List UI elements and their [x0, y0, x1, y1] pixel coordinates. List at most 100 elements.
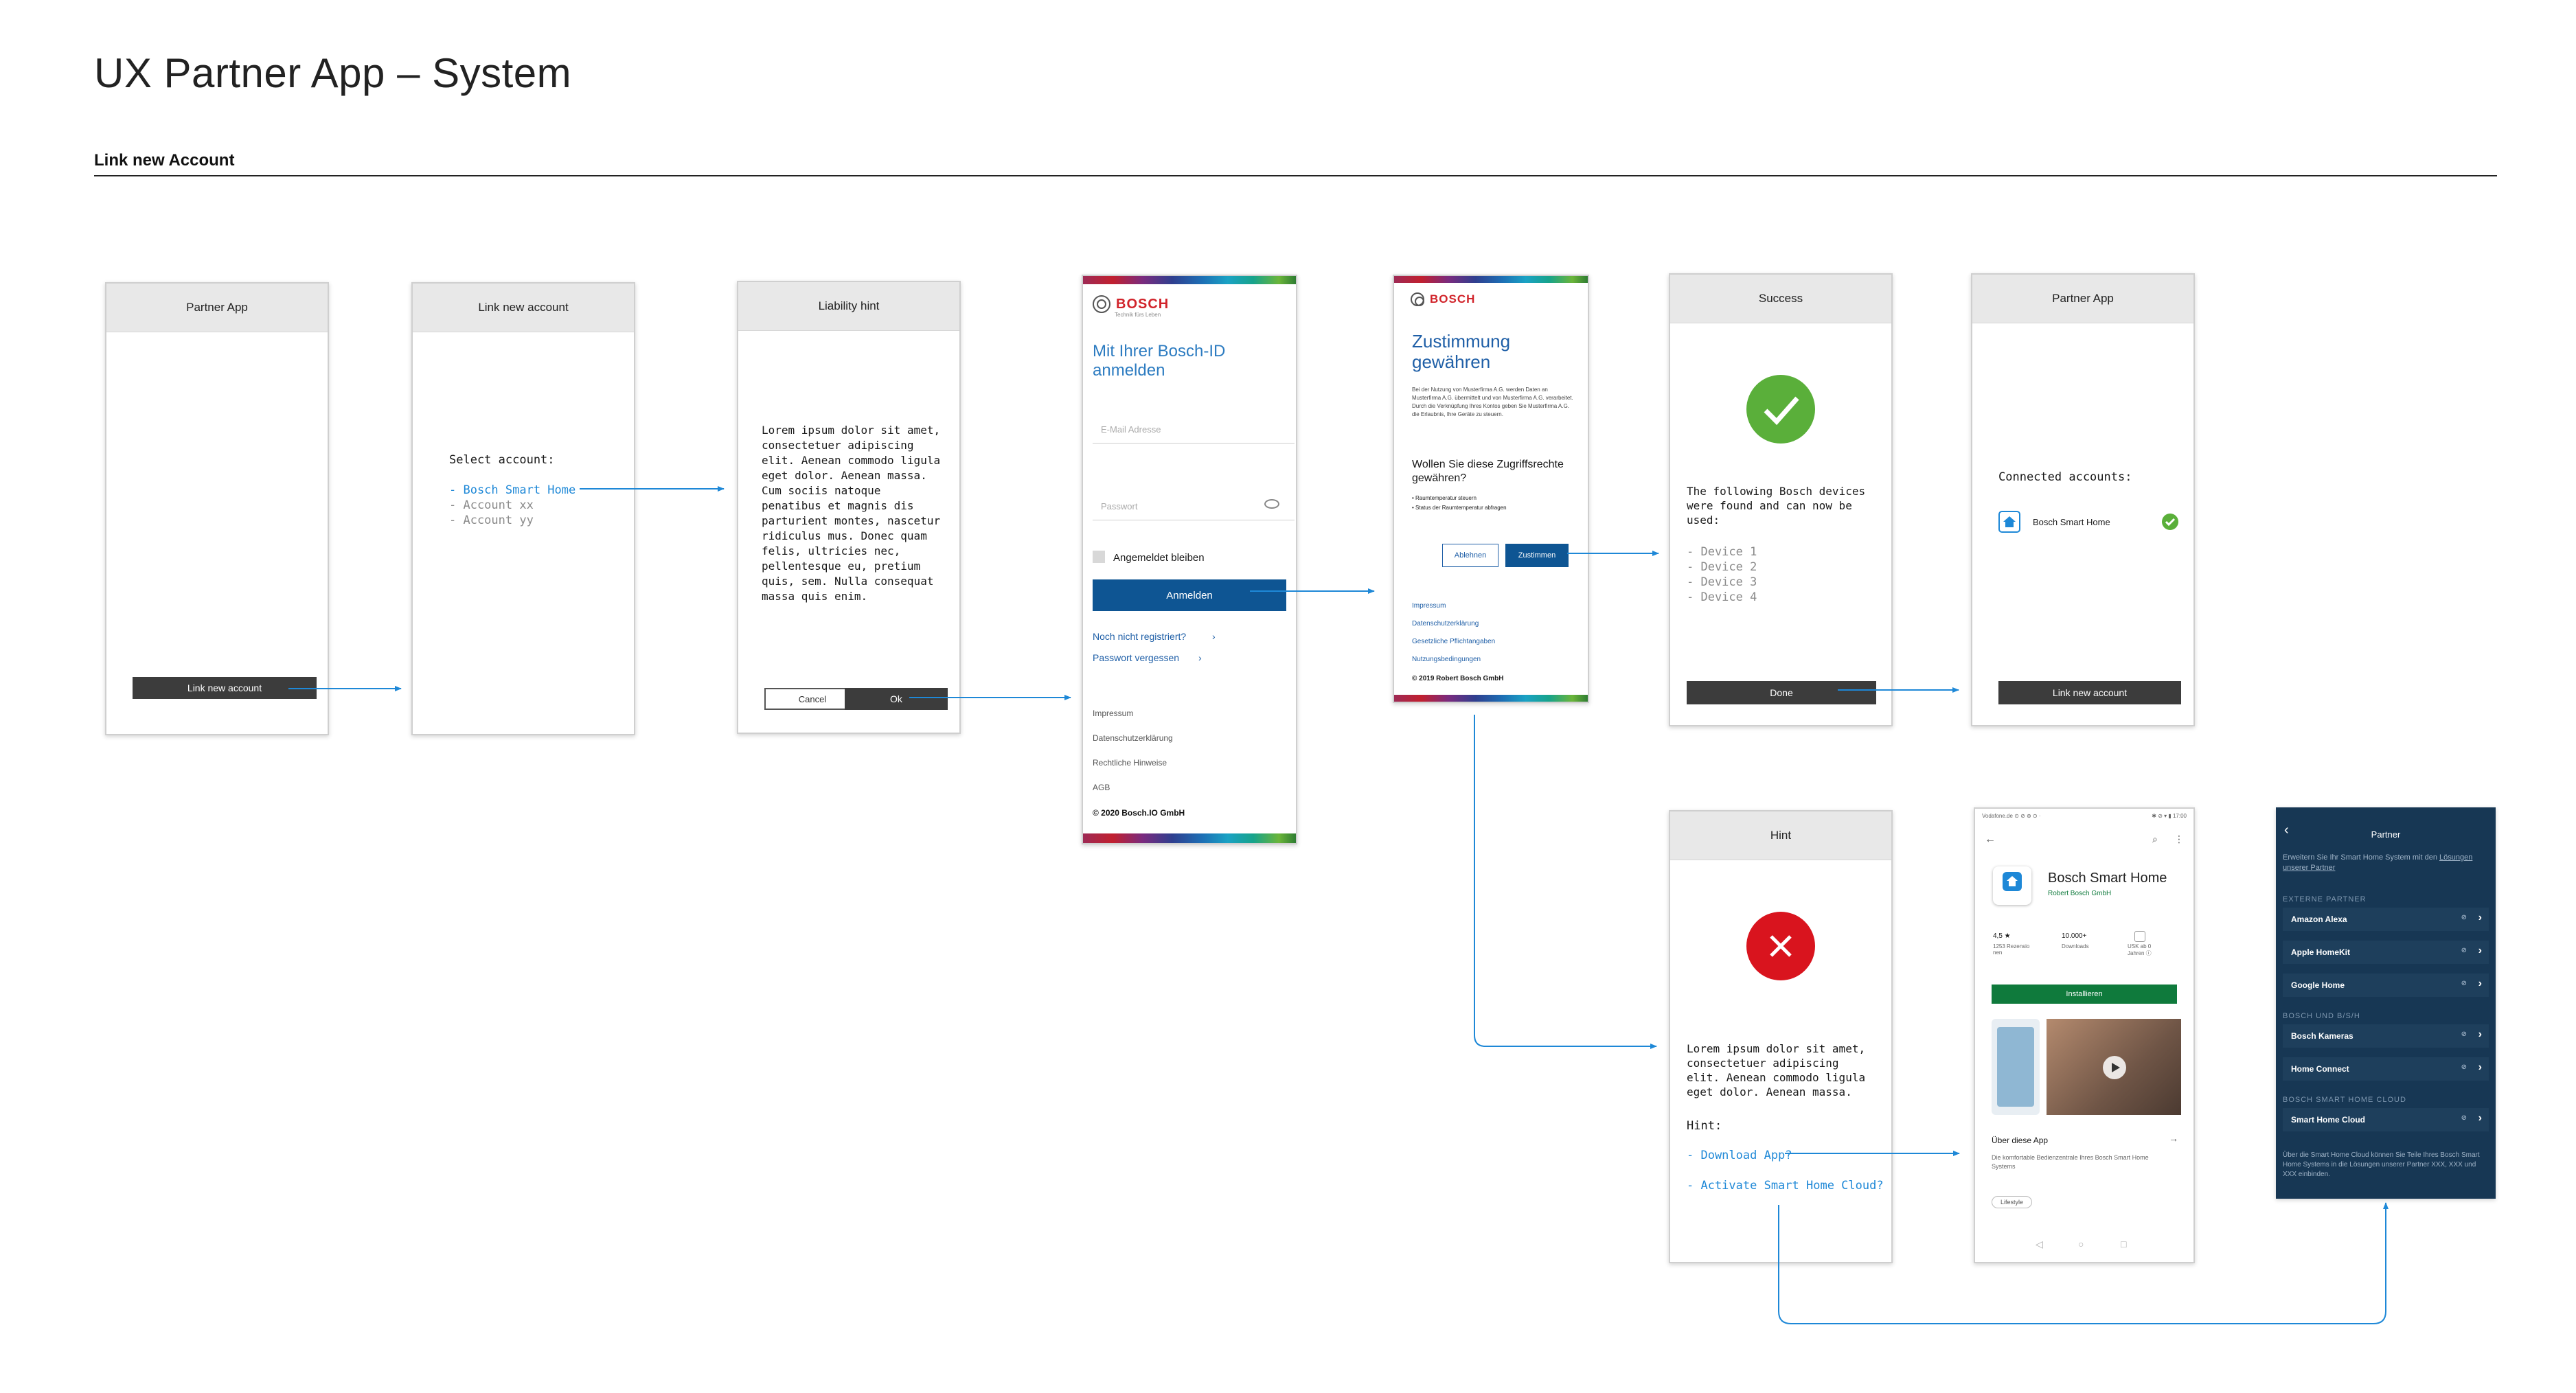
about-heading[interactable]: Über diese App [1992, 1136, 2049, 1145]
row-label: Amazon Alexa [2291, 914, 2347, 924]
screen-success: Success The following Bosch devices were… [1669, 273, 1893, 726]
section-bosch-bsh: BOSCH UND B/S/H [2283, 1012, 2360, 1020]
connected-check-icon [2162, 514, 2178, 530]
lock-icon: ⊘ [2461, 914, 2467, 921]
rating: 4,5 ★ [1993, 932, 2011, 940]
app-store-icon [1993, 866, 2031, 905]
lock-icon: ⊘ [2461, 980, 2467, 987]
back-chevron-icon[interactable]: ‹ [2284, 822, 2289, 838]
app-name: Bosch Smart Home [2048, 871, 2167, 886]
screenshot-phone [1992, 1019, 2040, 1115]
connected-accounts-label: Connected accounts: [1998, 470, 2132, 484]
device-3: - Device 3 [1687, 575, 1757, 589]
bosch-logo: BOSCH [1411, 292, 1475, 306]
activate-cloud-link[interactable]: - Activate Smart Home Cloud? [1687, 1179, 1884, 1193]
screen-play-store: Vodafone.de ⊙ ⊘ ⊛ ⊙ · ✱ ⊘ ▾ ▮ 17:00 ← ⌕ … [1974, 807, 2195, 1263]
consent-link-legal[interactable]: Gesetzliche Pflichtangaben [1412, 638, 1496, 645]
consent-right-1: • Raumtemperatur steuern [1412, 495, 1477, 501]
downloads: 10.000+ [2062, 932, 2087, 940]
footer-link-impressum[interactable]: Impressum [1093, 709, 1134, 718]
more-menu-icon[interactable]: ⋮ [2174, 833, 2184, 844]
color-stripe-top [1083, 276, 1296, 284]
status-bar-left: Vodafone.de ⊙ ⊘ ⊛ ⊙ · [1982, 813, 2041, 819]
screen-header: Success [1670, 275, 1891, 323]
chevron-right-icon: › [2478, 978, 2482, 989]
partner-solutions-link[interactable]: Lösungen unserer Partner [2283, 853, 2473, 872]
not-registered-link[interactable]: Noch nicht registriert? [1093, 631, 1187, 642]
consent-copyright: © 2019 Robert Bosch GmbH [1412, 675, 1504, 682]
cancel-button[interactable]: Cancel [764, 688, 860, 710]
liability-text: Lorem ipsum dolor sit amet, consectetuer… [762, 424, 941, 603]
forgot-password-chevron-icon: › [1198, 652, 1202, 663]
account-option-bosch-smart-home[interactable]: - Bosch Smart Home [449, 483, 576, 497]
settings-intro-text: Erweitern Sie Ihr Smart Home System mit … [2283, 853, 2437, 862]
screen-header: Hint [1670, 811, 1891, 860]
chevron-right-icon: › [2478, 1028, 2482, 1040]
link-new-account-button[interactable]: Link new account [133, 677, 317, 699]
nav-home-icon[interactable]: ○ [2078, 1239, 2084, 1250]
color-stripe-bottom [1083, 833, 1296, 843]
nav-back-icon[interactable]: ◁ [2036, 1239, 2043, 1250]
error-x-icon [1746, 912, 1815, 980]
screen-consent: BOSCH Zustimmung gewähren Bei der Nutzun… [1393, 275, 1589, 703]
app-developer[interactable]: Robert Bosch GmbH [2048, 890, 2112, 897]
partner-row-apple-homekit[interactable]: Apple HomeKit ⊘ › [2283, 941, 2489, 964]
section-external-partners: EXTERNE PARTNER [2283, 895, 2367, 903]
downloads-label: Downloads [2062, 943, 2089, 949]
install-button[interactable]: Installieren [1992, 985, 2177, 1004]
consent-body: Bei der Nutzung von Musterfirma A.G. wer… [1412, 387, 1573, 417]
lock-icon: ⊘ [2461, 947, 2467, 954]
row-label: Apple HomeKit [2291, 947, 2351, 957]
screen-header: Liability hint [738, 282, 959, 331]
partner-row-google-home[interactable]: Google Home⊘› [2283, 974, 2489, 997]
consent-link-impressum[interactable]: Impressum [1412, 602, 1446, 610]
back-arrow-icon[interactable]: ← [1985, 833, 1996, 845]
category-chip[interactable]: Lifestyle [1992, 1196, 2033, 1208]
hint-message: Lorem ipsum dolor sit amet, consectetuer… [1687, 1042, 1866, 1098]
password-field[interactable]: Passwort [1093, 497, 1295, 520]
screen-hint: Hint Lorem ipsum dolor sit amet, consect… [1669, 810, 1893, 1263]
partner-row-home-connect[interactable]: Home Connect⊘› [2283, 1057, 2489, 1081]
lock-icon: ⊘ [2461, 1114, 2467, 1122]
device-2: - Device 2 [1687, 560, 1757, 574]
account-option-xx[interactable]: - Account xx [449, 498, 534, 512]
nav-recent-icon[interactable]: □ [2121, 1239, 2127, 1250]
consent-link-privacy[interactable]: Datenschutzerklärung [1412, 620, 1479, 628]
chevron-right-icon: › [2478, 945, 2482, 956]
download-app-link[interactable]: - Download App? [1687, 1149, 1792, 1162]
row-label: Home Connect [2291, 1064, 2349, 1074]
done-button[interactable]: Done [1687, 681, 1876, 704]
success-check-icon [1746, 375, 1815, 444]
footer-link-agb[interactable]: AGB [1093, 783, 1110, 792]
screen-partner-settings: ‹ Partner Erweitern Sie Ihr Smart Home S… [2276, 807, 2496, 1199]
link-new-account-button[interactable]: Link new account [1998, 681, 2181, 704]
partner-row-smart-home-cloud[interactable]: Smart Home Cloud⊘› [2283, 1108, 2489, 1131]
consent-link-terms[interactable]: Nutzungsbedingungen [1412, 656, 1481, 663]
search-icon[interactable]: ⌕ [2152, 833, 2158, 844]
play-icon[interactable] [2103, 1056, 2126, 1079]
footer-link-legal[interactable]: Rechtliche Hinweise [1093, 758, 1167, 768]
account-option-yy[interactable]: - Account yy [449, 514, 534, 527]
screenshot-video[interactable] [2047, 1019, 2181, 1115]
ok-button[interactable]: Ok [845, 688, 948, 710]
partner-row-amazon-alexa[interactable]: Amazon Alexa⊘› [2283, 908, 2489, 931]
email-field[interactable]: E-Mail Adresse [1093, 420, 1295, 444]
forgot-password-link[interactable]: Passwort vergessen [1093, 652, 1180, 663]
eye-icon[interactable] [1264, 499, 1279, 509]
accept-button[interactable]: Zustimmen [1505, 544, 1569, 567]
about-arrow-icon[interactable]: → [2169, 1133, 2178, 1144]
remember-checkbox[interactable] [1093, 551, 1105, 563]
decline-button[interactable]: Ablehnen [1442, 544, 1498, 567]
partner-row-bosch-kameras[interactable]: Bosch Kameras⊘› [2283, 1024, 2489, 1048]
bosch-wordmark: BOSCH [1116, 296, 1170, 312]
hint-label: Hint: [1687, 1119, 1722, 1133]
section-smart-home-cloud: BOSCH SMART HOME CLOUD [2283, 1096, 2406, 1104]
lock-icon: ⊘ [2461, 1063, 2467, 1071]
settings-title: Partner [2371, 829, 2401, 840]
consent-right-2: • Status der Raumtemperatur abfragen [1412, 505, 1507, 511]
screen-header: Partner App [106, 284, 328, 332]
footer-link-privacy[interactable]: Datenschutzerklärung [1093, 733, 1173, 743]
device-1: - Device 1 [1687, 545, 1757, 559]
rating-count: 1253 Rezensio nen [1993, 943, 2030, 956]
login-submit-button[interactable]: Anmelden [1093, 579, 1286, 611]
